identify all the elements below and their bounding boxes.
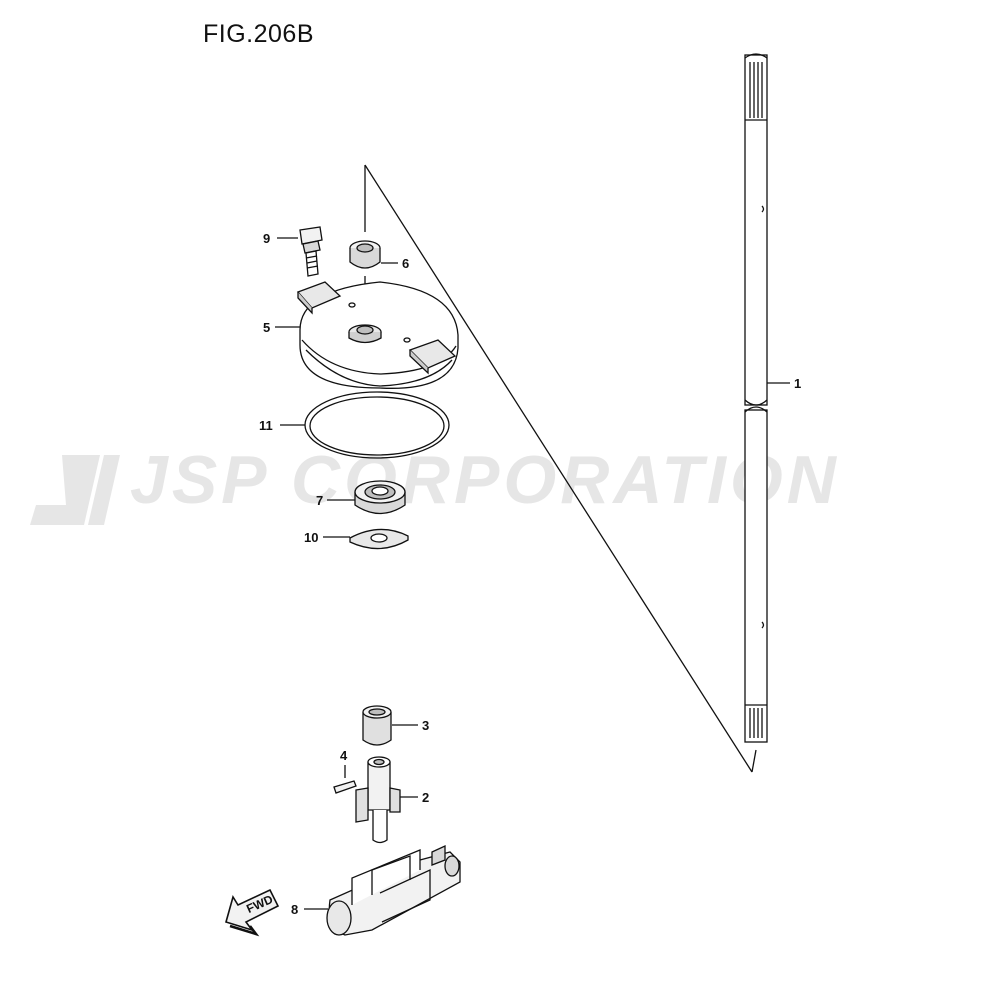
part-7-bearing — [327, 480, 406, 515]
callout-1: 1 — [794, 376, 802, 391]
part-4-pin — [333, 765, 357, 794]
callout-6: 6 — [402, 256, 410, 271]
callout-7: 7 — [316, 493, 324, 508]
part-9-bolt — [277, 226, 323, 277]
part-3-bushing — [362, 705, 418, 746]
callout-2: 2 — [422, 790, 430, 805]
reference-line — [364, 164, 757, 773]
watermark-text: JSP CORPORATION — [130, 442, 840, 518]
part-8-clutch-dog — [304, 844, 461, 936]
callout-9: 9 — [263, 231, 271, 246]
part-1-clutch-shaft — [744, 53, 790, 743]
callout-4: 4 — [340, 748, 348, 763]
part-2-shift-shaft — [355, 756, 418, 844]
figure-title: FIG.206B — [203, 20, 314, 48]
callout-11: 11 — [259, 418, 273, 433]
part-10-washer — [323, 528, 409, 550]
fwd-direction-arrow — [225, 888, 280, 937]
callout-8: 8 — [291, 902, 299, 917]
callout-10: 10 — [304, 530, 319, 545]
part-11-o-ring — [280, 391, 450, 459]
callout-5: 5 — [263, 320, 271, 335]
part-6-seal — [349, 240, 398, 320]
callout-3: 3 — [422, 718, 430, 733]
part-5-cover-plate — [275, 281, 459, 389]
